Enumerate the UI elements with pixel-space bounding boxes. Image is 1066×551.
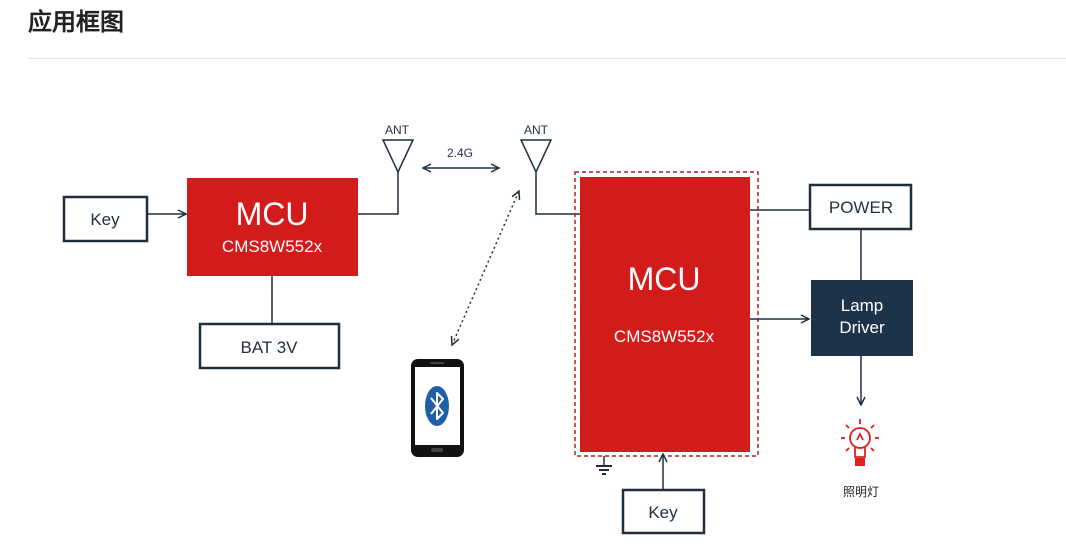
lamp-driver-line1: Lamp [841, 296, 884, 315]
wireless-link-label: 2.4G [447, 146, 473, 160]
bottom-key-label: Key [648, 503, 678, 522]
bottom-key-box: Key [621, 488, 706, 535]
left-key-box: Key [62, 195, 149, 243]
bluetooth-icon [425, 386, 449, 426]
battery-box: BAT 3V [198, 322, 341, 370]
left-mcu-title: MCU [236, 196, 309, 232]
right-antenna-to-mcu-line [535, 172, 580, 215]
left-antenna-label: ANT [385, 123, 410, 137]
right-mcu-block: MCU CMS8W552x [580, 177, 750, 452]
right-mcu-title: MCU [628, 261, 701, 297]
smartphone-icon [411, 359, 464, 457]
page-title: 应用框图 [28, 8, 124, 36]
right-mcu-dashed-outline [574, 171, 759, 457]
left-mcu-model: CMS8W552x [222, 237, 323, 256]
left-mcu-to-antenna-line [358, 172, 399, 215]
ground-icon [596, 456, 612, 475]
antenna-icon [519, 139, 553, 174]
left-key-label: Key [90, 210, 120, 229]
bluetooth-link-arrow [452, 191, 519, 345]
light-bulb-icon [841, 419, 879, 466]
right-antenna-label: ANT [524, 123, 549, 137]
lamp-caption: 照明灯 [843, 485, 879, 499]
left-mcu-block: MCU CMS8W552x [187, 178, 358, 276]
power-label: POWER [829, 198, 893, 217]
title-divider [28, 58, 1066, 59]
power-box: POWER [808, 183, 913, 231]
lamp-driver-box: Lamp Driver [811, 280, 913, 356]
battery-label: BAT 3V [240, 338, 298, 357]
antenna-icon [381, 139, 415, 174]
lamp-driver-line2: Driver [839, 318, 885, 337]
right-mcu-model: CMS8W552x [614, 327, 715, 346]
